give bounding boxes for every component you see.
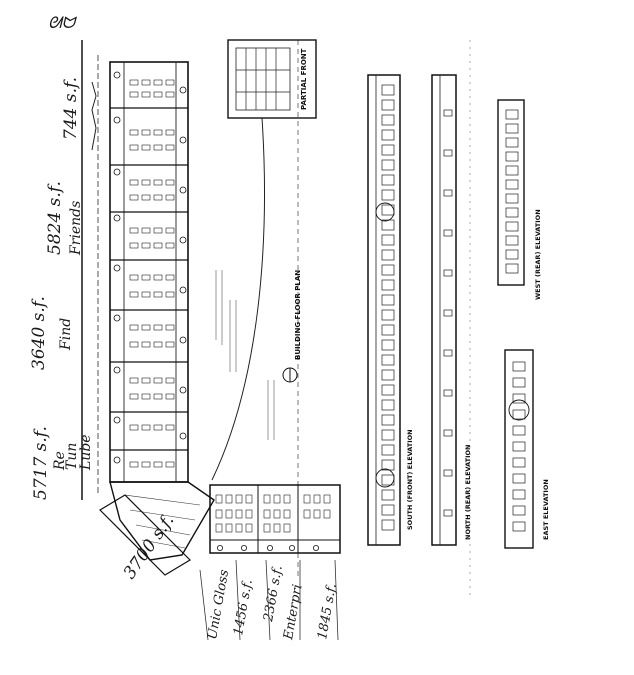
north-elevation: NORTH (REAR) ELEVATION — [431, 74, 472, 546]
lower-building-walls — [210, 485, 340, 553]
storefront-glazing — [129, 79, 175, 468]
lower-building-outline — [209, 484, 341, 554]
detail-leader-line — [211, 117, 265, 481]
area-label-1456: 1456 s.f. — [231, 578, 256, 636]
east-elevation-outline — [504, 349, 534, 549]
lower-building-columns — [216, 545, 319, 552]
partial-front-title: PARTIAL FRONT — [300, 48, 308, 110]
south-detail-bubble-2 — [375, 468, 395, 488]
north-elevation-doors — [443, 109, 453, 517]
south-elevation: SOUTH (FRONT) ELEVATION — [367, 74, 414, 546]
tenant-label-find: Find — [58, 318, 74, 351]
east-elevation-title: EAST ELEVATION — [542, 479, 550, 540]
south-elevation-bays — [381, 84, 395, 531]
area-label-3640: 3640 s.f. — [29, 296, 49, 370]
area-label-5824: 5824 s.f. — [45, 181, 65, 255]
south-detail-bubble — [375, 202, 395, 222]
tenant-label-enterpri: Enterpri — [281, 583, 306, 641]
angled-wing-outline — [109, 481, 215, 561]
hand-bracket-lower — [199, 559, 339, 641]
area-label-744: 744 s.f. — [61, 77, 81, 140]
tenant-label-lube: Lube — [78, 434, 94, 471]
partial-front-frame — [227, 39, 317, 119]
east-detail-bubble — [508, 399, 530, 421]
north-elevation-title: NORTH (REAR) ELEVATION — [464, 445, 472, 540]
partial-front-inner — [235, 47, 291, 111]
tenant-label-tun: Tun — [64, 443, 80, 470]
handwritten-annotations: 744 s.f. 5824 s.f. Friends 3640 s.f. Fin… — [29, 77, 340, 642]
area-label-2366: 2366 s.f. — [261, 564, 286, 623]
area-label-5717: 5717 s.f. — [31, 426, 51, 500]
building-floor-plan: BUILDING FLOOR PLAN — [99, 61, 341, 576]
demising-walls — [110, 107, 188, 451]
corner-mark: ᘛᗢ — [48, 13, 78, 32]
tenant-label-re: Re — [52, 451, 68, 471]
west-elevation-title: WEST (REAR) ELEVATION — [534, 209, 542, 300]
east-elevation-bays — [512, 361, 526, 532]
west-elevation-bays — [505, 109, 519, 274]
west-elevation: WEST (REAR) ELEVATION — [497, 99, 542, 300]
hand-bracket-top — [91, 81, 97, 151]
floor-plan-title: BUILDING FLOOR PLAN — [294, 270, 302, 360]
north-elevation-outline — [431, 74, 457, 546]
lower-left-wing — [99, 494, 191, 576]
east-elevation: EAST ELEVATION — [504, 349, 550, 549]
west-elevation-outline — [497, 99, 525, 286]
lower-building-glazing — [215, 494, 331, 533]
south-elevation-title: SOUTH (FRONT) ELEVATION — [406, 429, 414, 530]
partial-front-mullions — [236, 48, 290, 110]
column-markers — [113, 71, 187, 464]
floor-plan-notes — [215, 270, 275, 440]
partial-front-detail: PARTIAL FRONT — [227, 39, 317, 119]
south-elevation-outline — [367, 74, 401, 546]
tenant-label-friends: Friends — [68, 201, 84, 256]
tenant-label-unic-gloss: Unic Gloss — [205, 568, 232, 640]
